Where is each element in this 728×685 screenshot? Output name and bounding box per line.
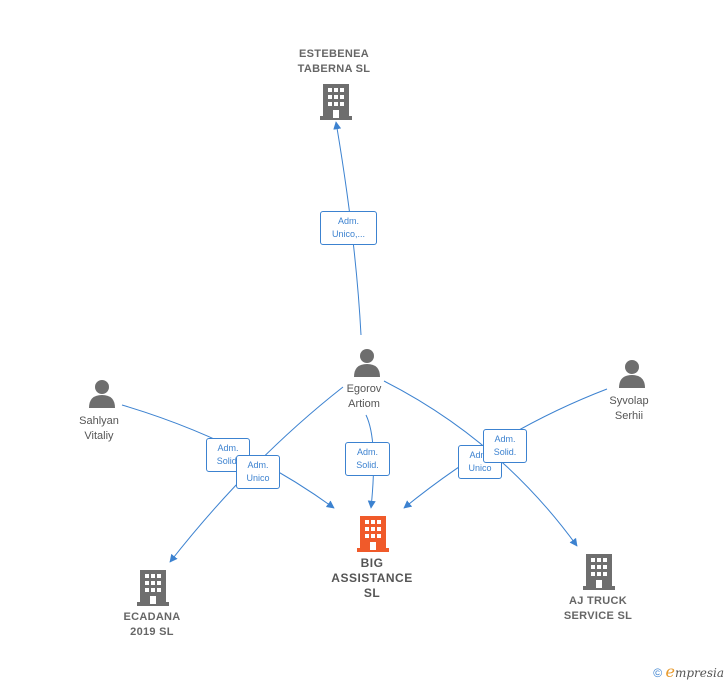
edge-label-egorov-estebenea[interactable]: Adm. Unico,... [320, 211, 377, 245]
empresia-logo: empresia [665, 662, 724, 681]
copyright-symbol: © [653, 666, 663, 680]
ecadana-label[interactable]: ECADANA 2019 SL [123, 611, 181, 638]
logo-text: mpresia [674, 666, 724, 680]
aj-truck-label[interactable]: AJ TRUCK SERVICE SL [563, 595, 633, 622]
egorov-label[interactable]: Egorov Artiom [346, 383, 382, 410]
logo-initial: e [665, 662, 675, 681]
edge-label-syvolap-big[interactable]: Adm. Solid. [483, 429, 527, 463]
syvolap-label[interactable]: Syvolap Serhii [609, 395, 649, 422]
big-assistance-label[interactable]: BIG ASSISTANCE SL [331, 556, 413, 600]
person-icon[interactable] [617, 358, 647, 388]
building-icon[interactable] [137, 570, 169, 606]
person-icon[interactable] [352, 347, 382, 377]
edge-label-egorov-ecadana[interactable]: Adm. Unico [236, 455, 280, 489]
building-icon[interactable] [583, 554, 615, 590]
footer-brand[interactable]: © empresia [653, 662, 724, 681]
estebenea-label[interactable]: ESTEBENEA TABERNA SL [297, 48, 371, 75]
edge-label-egorov-big[interactable]: Adm. Solid. [345, 442, 390, 476]
sahlyan-label[interactable]: Sahlyan Vitaliy [79, 415, 119, 442]
person-icon[interactable] [87, 378, 117, 408]
building-icon[interactable] [320, 84, 352, 120]
main-building-icon[interactable] [357, 516, 389, 552]
